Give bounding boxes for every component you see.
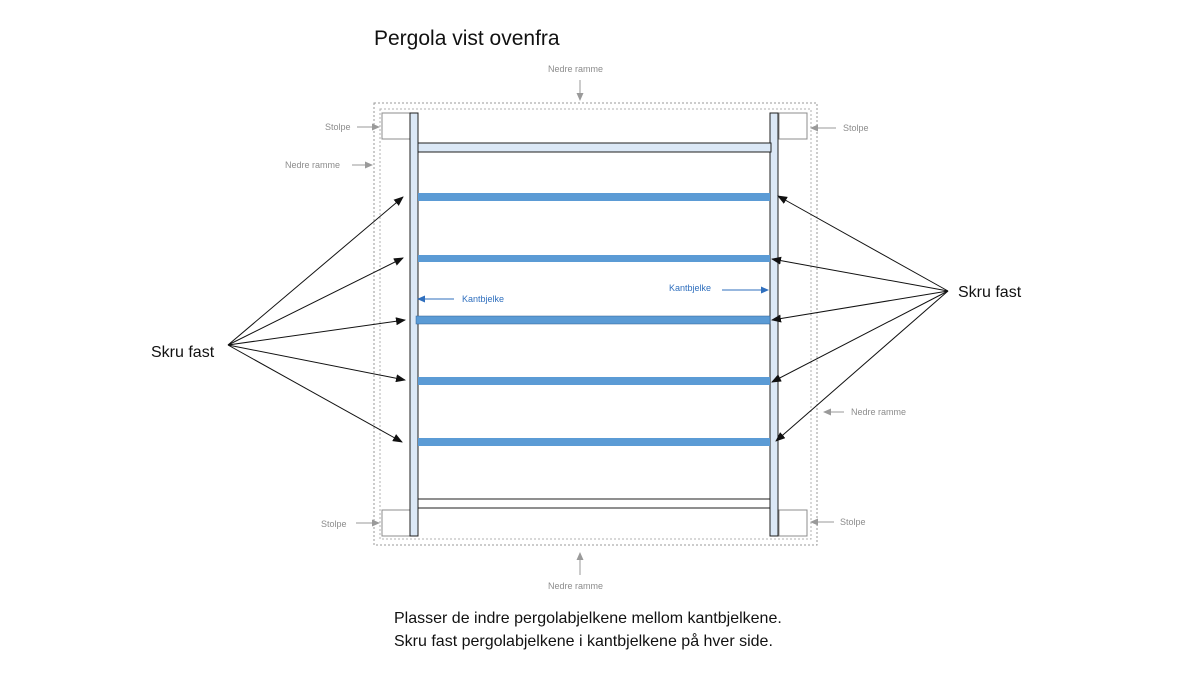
inner-beam-1 — [418, 193, 770, 201]
edge-beam-right — [769, 112, 779, 537]
post-top-right — [778, 112, 808, 140]
screw-arrow-right-2 — [771, 256, 949, 292]
inner-beam-4 — [418, 377, 770, 385]
screw-arrow-left-2 — [227, 257, 404, 346]
label-nedre-ramme-right: Nedre ramme — [851, 407, 906, 417]
pergola-beam-top — [417, 142, 772, 153]
screw-arrow-left-1 — [227, 196, 404, 346]
label-kantbjelke-left: Kantbjelke — [462, 294, 504, 304]
screw-arrow-left-4 — [227, 344, 406, 383]
edge-beam-left — [409, 112, 419, 537]
diagram-title: Pergola vist ovenfra — [374, 27, 560, 50]
instruction-line-1: Plasser de indre pergolabjelkene mellom … — [394, 610, 782, 627]
label-skru-fast-right: Skru fast — [958, 284, 1022, 301]
label-stolpe-top-left: Stolpe — [325, 122, 351, 132]
label-stolpe-bottom-left: Stolpe — [321, 519, 347, 529]
label-stolpe-top-right: Stolpe — [843, 123, 869, 133]
inner-beam-2 — [418, 255, 770, 262]
instruction-line-2: Skru fast pergolabjelkene i kantbjelkene… — [394, 632, 773, 650]
inner-beam-5 — [418, 438, 770, 446]
label-nedre-ramme-left: Nedre ramme — [285, 160, 340, 170]
screw-arrow-right-3 — [771, 290, 949, 323]
label-nedre-ramme-bottom: Nedre ramme — [548, 581, 603, 591]
label-nedre-ramme-top: Nedre ramme — [548, 64, 603, 74]
screw-arrow-left-5 — [227, 344, 403, 443]
screw-arrow-right-5 — [775, 290, 949, 442]
screw-arrow-right-4 — [771, 290, 949, 383]
post-top-left — [381, 112, 411, 140]
post-bottom-right — [778, 509, 808, 537]
label-stolpe-bottom-right: Stolpe — [840, 517, 866, 527]
label-skru-fast-left: Skru fast — [151, 344, 215, 361]
label-kantbjelke-right: Kantbjelke — [669, 283, 711, 293]
lower-frame-inner — [379, 108, 812, 540]
screw-arrow-left-3 — [227, 317, 406, 346]
pergola-beam-bottom — [417, 498, 771, 509]
inner-beam-3 — [415, 315, 771, 325]
post-bottom-left — [381, 509, 411, 537]
screw-arrow-right-1 — [777, 195, 949, 292]
